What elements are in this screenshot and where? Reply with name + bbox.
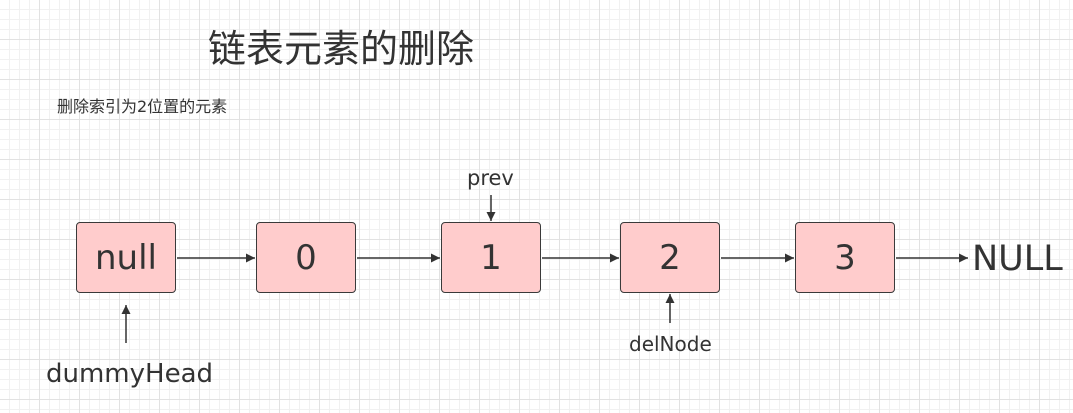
list-node-1: 1 <box>441 222 541 293</box>
prev-label: prev <box>467 166 514 190</box>
list-node-2: 2 <box>620 222 720 293</box>
diagram-title: 链表元素的删除 <box>208 27 475 71</box>
terminal-null-label: NULL <box>972 239 1063 279</box>
dummy-head-label: dummyHead <box>46 359 214 389</box>
del-node-label: delNode <box>629 332 712 356</box>
diagram-subtitle: 删除索引为2位置的元素 <box>57 97 228 116</box>
list-node-0: 0 <box>256 222 356 293</box>
list-node-3: 3 <box>795 222 895 293</box>
list-node-dummy-null: null <box>76 222 176 293</box>
